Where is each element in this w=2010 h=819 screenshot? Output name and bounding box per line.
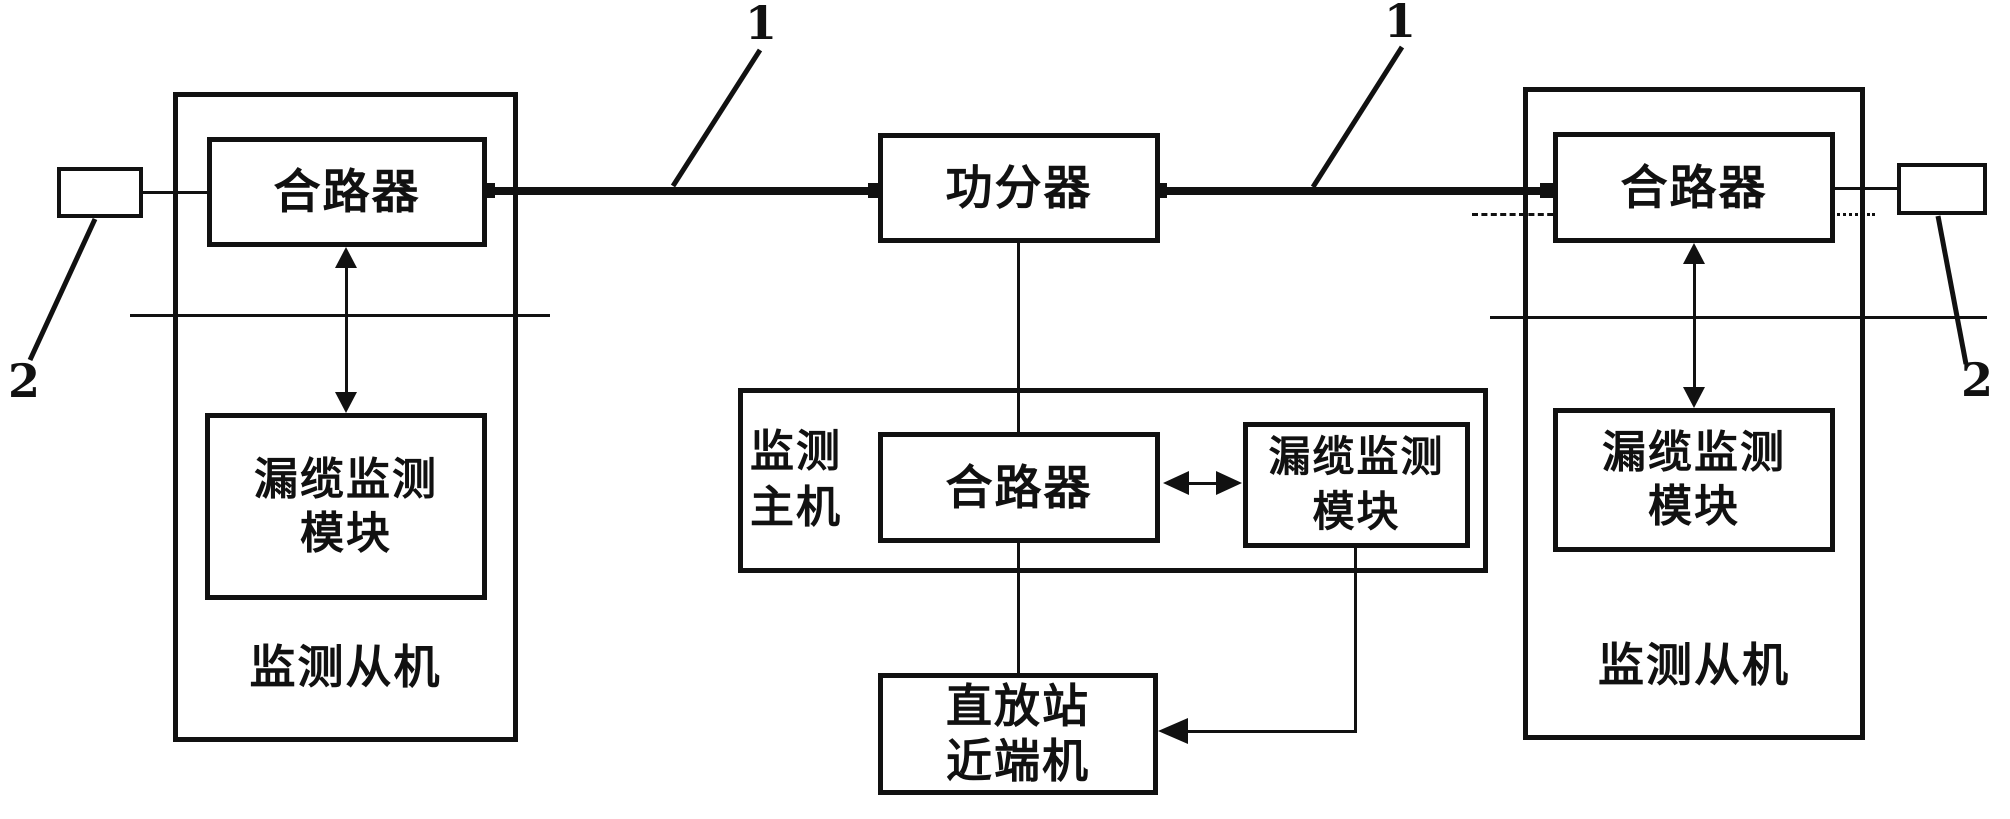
module-to-repeater-line [1186,730,1357,733]
repeater-label: 直放站 近端机 [946,679,1090,787]
right-crossing-line [1490,316,1987,319]
host-module-box [1243,422,1470,548]
right-double-arrow-shaft [1693,259,1696,391]
right-module-label: 漏缆监测 模块 [1602,428,1786,531]
host-double-arrow-shaft [1180,482,1226,485]
host-name-label: 监测 主机 [750,426,842,532]
left-module-box [205,413,487,600]
leader-antenna-left [27,217,98,362]
leaky-cable-left [487,187,878,195]
left-double-arrow-shaft [345,263,348,397]
leader-cable-right [1310,45,1405,189]
axis-dash-right-a [1472,213,1572,216]
right-antenna-box [1897,163,1987,215]
host-combiner-box [878,432,1160,543]
splitter-box [878,133,1160,243]
leader-antenna-right [1935,215,1969,365]
repeater-box [878,673,1158,795]
host-combiner-to-repeater-line [1017,543,1020,675]
left-slave-outer-box [173,92,518,742]
left-crossing-line [130,314,550,317]
left-slave-caption: 监测从机 [249,640,442,693]
left-combiner-box [207,137,487,247]
callout-1-left: 1 [744,0,777,50]
splitter-label: 功分器 [945,161,1093,215]
arrow-up-icon [335,247,357,268]
right-slave-caption: 监测从机 [1598,638,1790,691]
right-combiner-box [1553,132,1835,243]
host-module-label: 漏缆监测 模块 [1268,433,1445,535]
host-combiner-label: 合路器 [945,460,1093,514]
host-outer-box [738,388,1488,573]
repeater-arrowhead-icon [1158,718,1188,744]
callout-2-right: 2 [1960,353,1993,407]
left-module-label: 漏缆监测 模块 [254,454,438,558]
leaky-cable-right [1160,187,1553,195]
arrow-down-icon [1683,387,1705,408]
arrow-down-icon [335,392,357,413]
splitter-to-host-combiner-line [1017,243,1020,434]
callout-1-right: 1 [1383,0,1416,48]
leader-cable-left [670,48,763,188]
left-antenna-connector [143,191,209,194]
host-module-down-line [1354,548,1357,732]
axis-dash-right-b [1820,213,1875,216]
callout-2-left: 2 [7,354,40,408]
right-combiner-label: 合路器 [1620,160,1768,214]
cable-endpoint [1540,183,1555,198]
arrow-right-icon [1216,471,1242,495]
left-combiner-label: 合路器 [273,165,421,219]
right-slave-outer-box [1523,87,1865,740]
arrow-up-icon [1683,243,1705,264]
right-module-box [1553,408,1835,552]
left-antenna-box [57,167,143,218]
right-antenna-connector [1833,187,1899,190]
